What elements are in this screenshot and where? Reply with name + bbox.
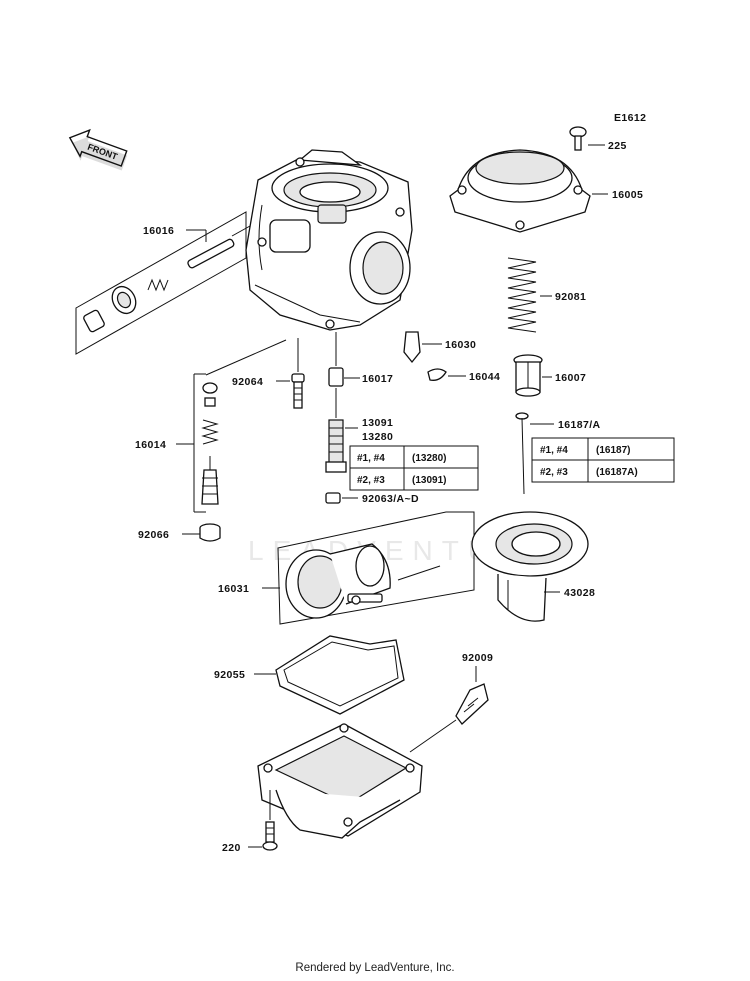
- part-92081-spring: 92081: [507, 257, 586, 333]
- part-43028-diaphragm: 43028: [471, 511, 595, 622]
- label-92066: 92066: [138, 529, 169, 541]
- jet-table-cyl-1: #1, #4: [357, 453, 385, 464]
- label-16016: 16016: [143, 225, 174, 237]
- label-92064: 92064: [232, 376, 263, 388]
- part-16007-holder: 16007: [513, 354, 586, 397]
- part-16005-cover: 16005: [449, 149, 643, 233]
- label-16014: 16014: [135, 439, 166, 451]
- front-arrow-icon: FRONT: [68, 128, 128, 171]
- jet-table-cyl-2: #2, #3: [357, 475, 385, 486]
- carburetor-body: [245, 149, 413, 331]
- label-16005: 16005: [612, 189, 643, 201]
- footer-credit: Rendered by LeadVenture, Inc.: [295, 962, 455, 974]
- label-16187A: 16187/A: [558, 419, 601, 431]
- part-16016-assembly: 16016: [75, 211, 251, 355]
- label-92081: 92081: [555, 291, 586, 303]
- diagram-code: E1612: [614, 112, 646, 124]
- float-bowl: [257, 723, 423, 839]
- label-92063: 92063/A~D: [362, 493, 419, 505]
- label-16030: 16030: [445, 339, 476, 351]
- label-16044: 16044: [469, 371, 500, 383]
- part-92055-gasket: 92055: [214, 635, 405, 715]
- part-220-screw: 220: [222, 790, 278, 854]
- label-16031: 16031: [218, 583, 249, 595]
- needle-table-part-1: (16187): [596, 445, 630, 456]
- label-13091: 13091: [362, 417, 393, 429]
- part-92009-screw: 92009: [409, 652, 493, 753]
- label-220: 220: [222, 842, 241, 854]
- part-16044-clip: 16044: [427, 368, 500, 383]
- label-13280: 13280: [362, 431, 393, 443]
- needle-table-cyl-1: #1, #4: [540, 445, 568, 456]
- label-16017: 16017: [362, 373, 393, 385]
- jet-table-part-1: (13280): [412, 453, 446, 464]
- part-13091-13280-needle-jet: 13091 13280 #1, #4 (13280) #2, #3 (13091…: [325, 388, 479, 491]
- part-16014-pilot-screw-set: 16014: [135, 339, 287, 513]
- part-92063-main-jet: 92063/A~D: [325, 492, 419, 505]
- label-92055: 92055: [214, 669, 245, 681]
- label-43028: 43028: [564, 587, 595, 599]
- label-92009: 92009: [462, 652, 493, 664]
- label-225: 225: [608, 140, 627, 152]
- needle-table-part-2: (16187A): [596, 467, 638, 478]
- part-16030-valve: 16030: [403, 331, 476, 364]
- part-16017-jet-holder: 16017: [328, 332, 393, 387]
- label-16007: 16007: [555, 372, 586, 384]
- part-225-screw: 225: [569, 126, 627, 152]
- needle-table-cyl-2: #2, #3: [540, 467, 568, 478]
- part-92066-cap: 92066: [138, 523, 221, 542]
- part-16187A-needle: 16187/A #1, #4 (16187) #2, #3 (16187A): [515, 412, 675, 495]
- part-92064-screw: 92064: [232, 338, 305, 409]
- jet-table-part-2: (13091): [412, 475, 446, 486]
- part-16031-assembly: 16031: [218, 511, 475, 625]
